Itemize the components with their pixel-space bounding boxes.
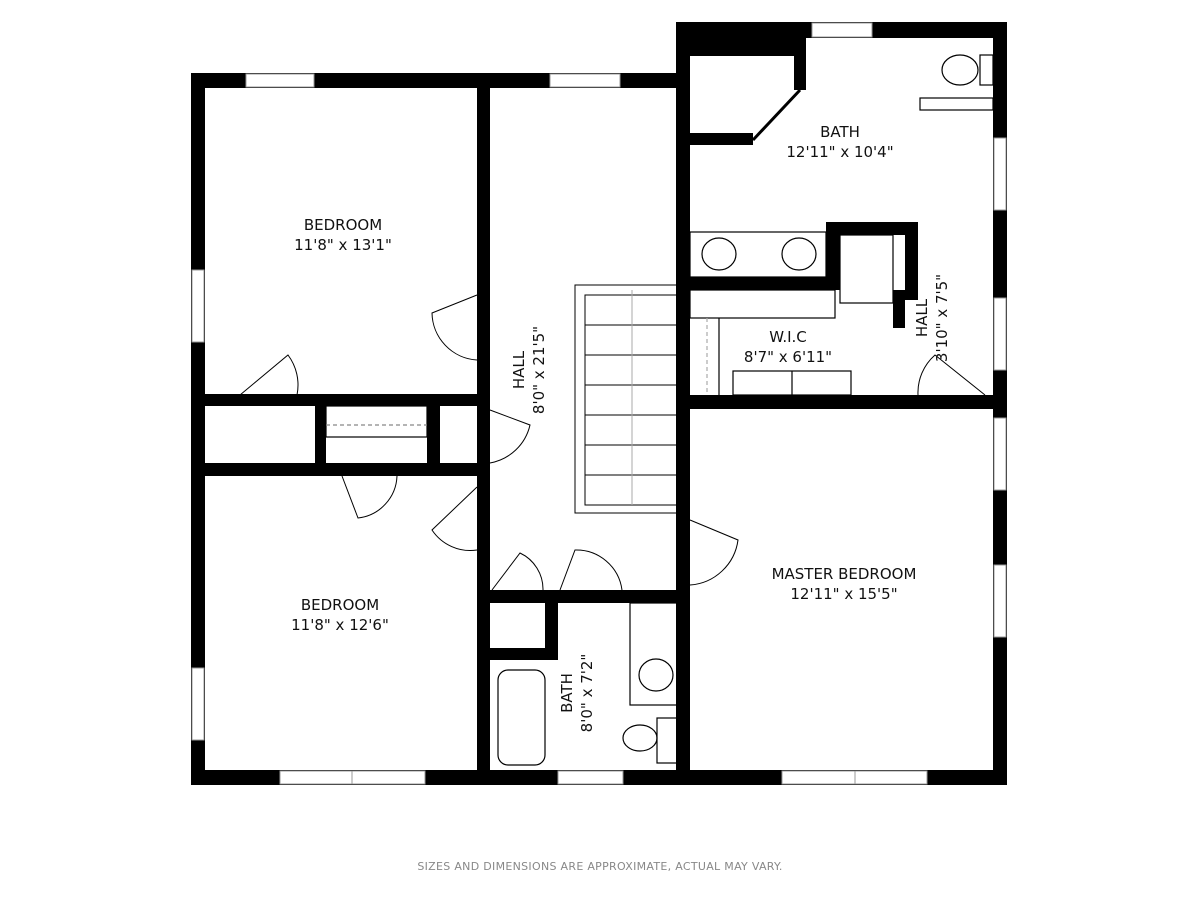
room-name: HALL: [510, 350, 528, 389]
room-name: BEDROOM: [304, 216, 382, 234]
room-name: MASTER BEDROOM: [772, 565, 917, 583]
walls: [191, 22, 1007, 785]
windows: [191, 22, 1007, 785]
stairs: [574, 284, 678, 514]
doors: [239, 88, 986, 591]
room-dims: 8'0" x 21'5": [530, 326, 548, 414]
room-dims: 11'8" x 12'6": [291, 616, 389, 634]
room-dims: 12'11" x 10'4": [786, 143, 893, 161]
room-name: BEDROOM: [301, 596, 379, 614]
room-dims: 11'8" x 13'1": [294, 236, 392, 254]
room-labels: BEDROOM 11'8" x 13'1" BEDROOM 11'8" x 12…: [291, 123, 951, 732]
room-name: HALL: [913, 298, 931, 337]
room-dims: 8'7" x 6'11": [744, 348, 832, 366]
room-name: BATH: [558, 673, 576, 713]
disclaimer: SIZES AND DIMENSIONS ARE APPROXIMATE, AC…: [417, 860, 783, 873]
room-name: W.I.C: [769, 328, 807, 346]
fixtures: [325, 54, 994, 766]
room-dims: 8'0" x 7'2": [578, 654, 596, 733]
room-name: BATH: [820, 123, 860, 141]
room-dims: 12'11" x 15'5": [790, 585, 897, 603]
room-dims: 3'10" x 7'5": [933, 274, 951, 362]
